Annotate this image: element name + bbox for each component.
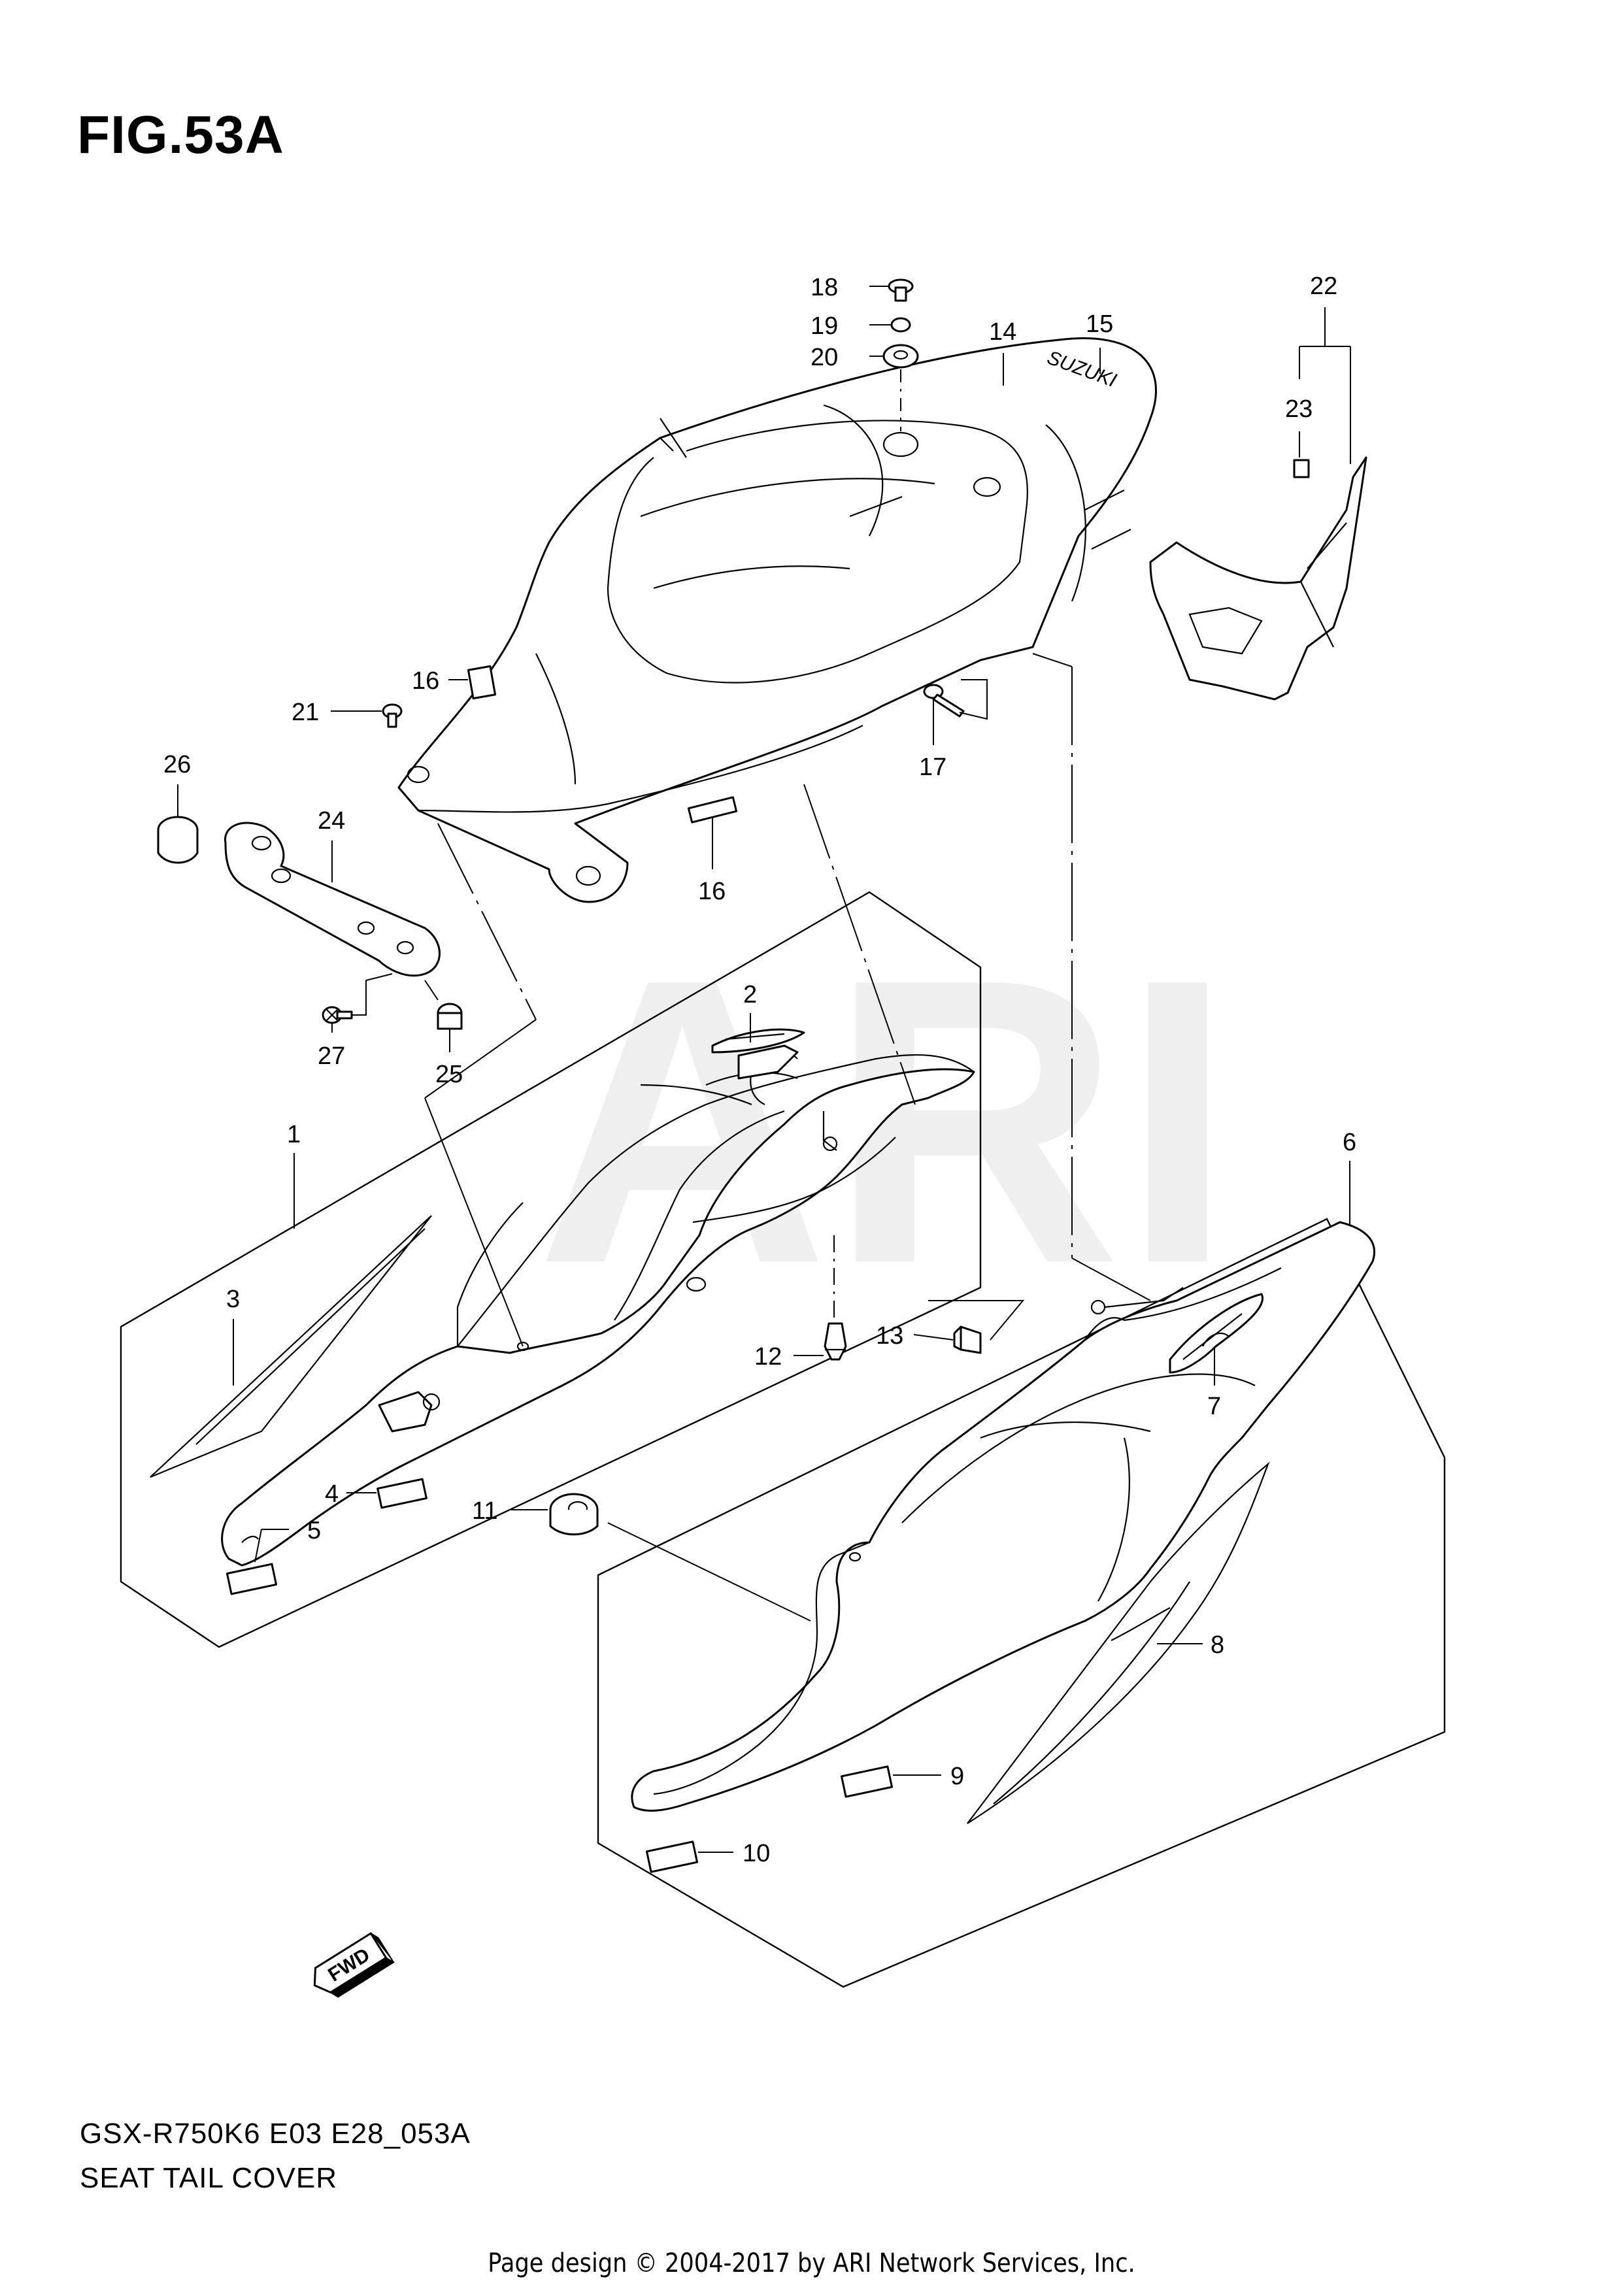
label-4 [376, 1478, 427, 1509]
fwd-arrow: FWD [313, 1932, 395, 1998]
callout-1: 1 [287, 1121, 301, 1148]
grommet-11 [549, 1493, 599, 1536]
cushion-20 [882, 344, 919, 369]
callout-16a: 16 [412, 667, 439, 695]
callout-11: 11 [472, 1497, 497, 1525]
seat-tail-cowl-14: SUZUKI [397, 337, 1157, 903]
copyright-notice: Page design © 2004-2017 by ARI Network S… [488, 2248, 1135, 2278]
callouts: 18 19 20 14 15 22 23 16 21 17 16 [163, 273, 1356, 1867]
callout-10: 10 [743, 1840, 770, 1867]
emblem-2 [711, 1028, 805, 1054]
callout-25: 25 [435, 1061, 463, 1088]
label-plate-16a [467, 665, 497, 700]
figure-title: FIG.53A [77, 105, 284, 165]
callout-15: 15 [1086, 310, 1113, 338]
emblem-7 [1169, 1293, 1263, 1374]
callout-5: 5 [307, 1517, 321, 1544]
callout-2: 2 [743, 981, 757, 1008]
callout-17: 17 [919, 754, 946, 781]
screw-21 [382, 703, 403, 728]
callout-14: 14 [989, 318, 1016, 346]
section-name: SEAT TAIL COVER [80, 2162, 338, 2194]
callout-22: 22 [1310, 273, 1337, 300]
callout-23: 23 [1285, 395, 1313, 423]
decal-8 [967, 1461, 1270, 1824]
assembly-box-1 [120, 891, 982, 1648]
label-10 [645, 1840, 699, 1873]
label-5 [226, 1563, 278, 1595]
callout-3: 3 [226, 1286, 240, 1313]
clip-12 [824, 1322, 847, 1361]
plate-24 [224, 822, 441, 977]
bolt-17 [923, 684, 965, 718]
callout-20: 20 [811, 344, 838, 371]
callout-19: 19 [811, 312, 838, 340]
callout-4: 4 [325, 1480, 339, 1508]
callout-27: 27 [318, 1042, 345, 1070]
callout-13: 13 [876, 1322, 903, 1350]
assembly-box-6 [597, 1218, 1446, 1988]
callout-21: 21 [292, 699, 319, 726]
callout-9: 9 [950, 1763, 964, 1790]
nut-25 [437, 1003, 463, 1030]
label-plate-16b [687, 796, 738, 824]
model-code: GSX-R750K6 E03 E28_053A [80, 2118, 471, 2150]
label-9 [840, 1765, 894, 1798]
frame-cover-left-1 [221, 1044, 975, 1567]
callout-7: 7 [1207, 1393, 1221, 1420]
collar-19 [890, 317, 911, 333]
screw-27 [322, 1006, 353, 1024]
callout-8: 8 [1211, 1631, 1224, 1659]
callout-16b: 16 [698, 878, 726, 905]
watermark: ARI [536, 895, 1234, 1348]
callout-26: 26 [163, 751, 191, 778]
callout-12: 12 [754, 1343, 782, 1371]
cushion-26 [157, 816, 199, 864]
bracket-22 [1149, 456, 1367, 701]
callout-24: 24 [318, 807, 345, 835]
callout-6: 6 [1343, 1129, 1356, 1156]
bolt-18 [888, 278, 914, 302]
decal-3 [150, 1215, 432, 1478]
callout-18: 18 [811, 274, 838, 301]
frame-cover-right-6 [631, 1221, 1376, 1812]
nut-13 [953, 1325, 982, 1354]
